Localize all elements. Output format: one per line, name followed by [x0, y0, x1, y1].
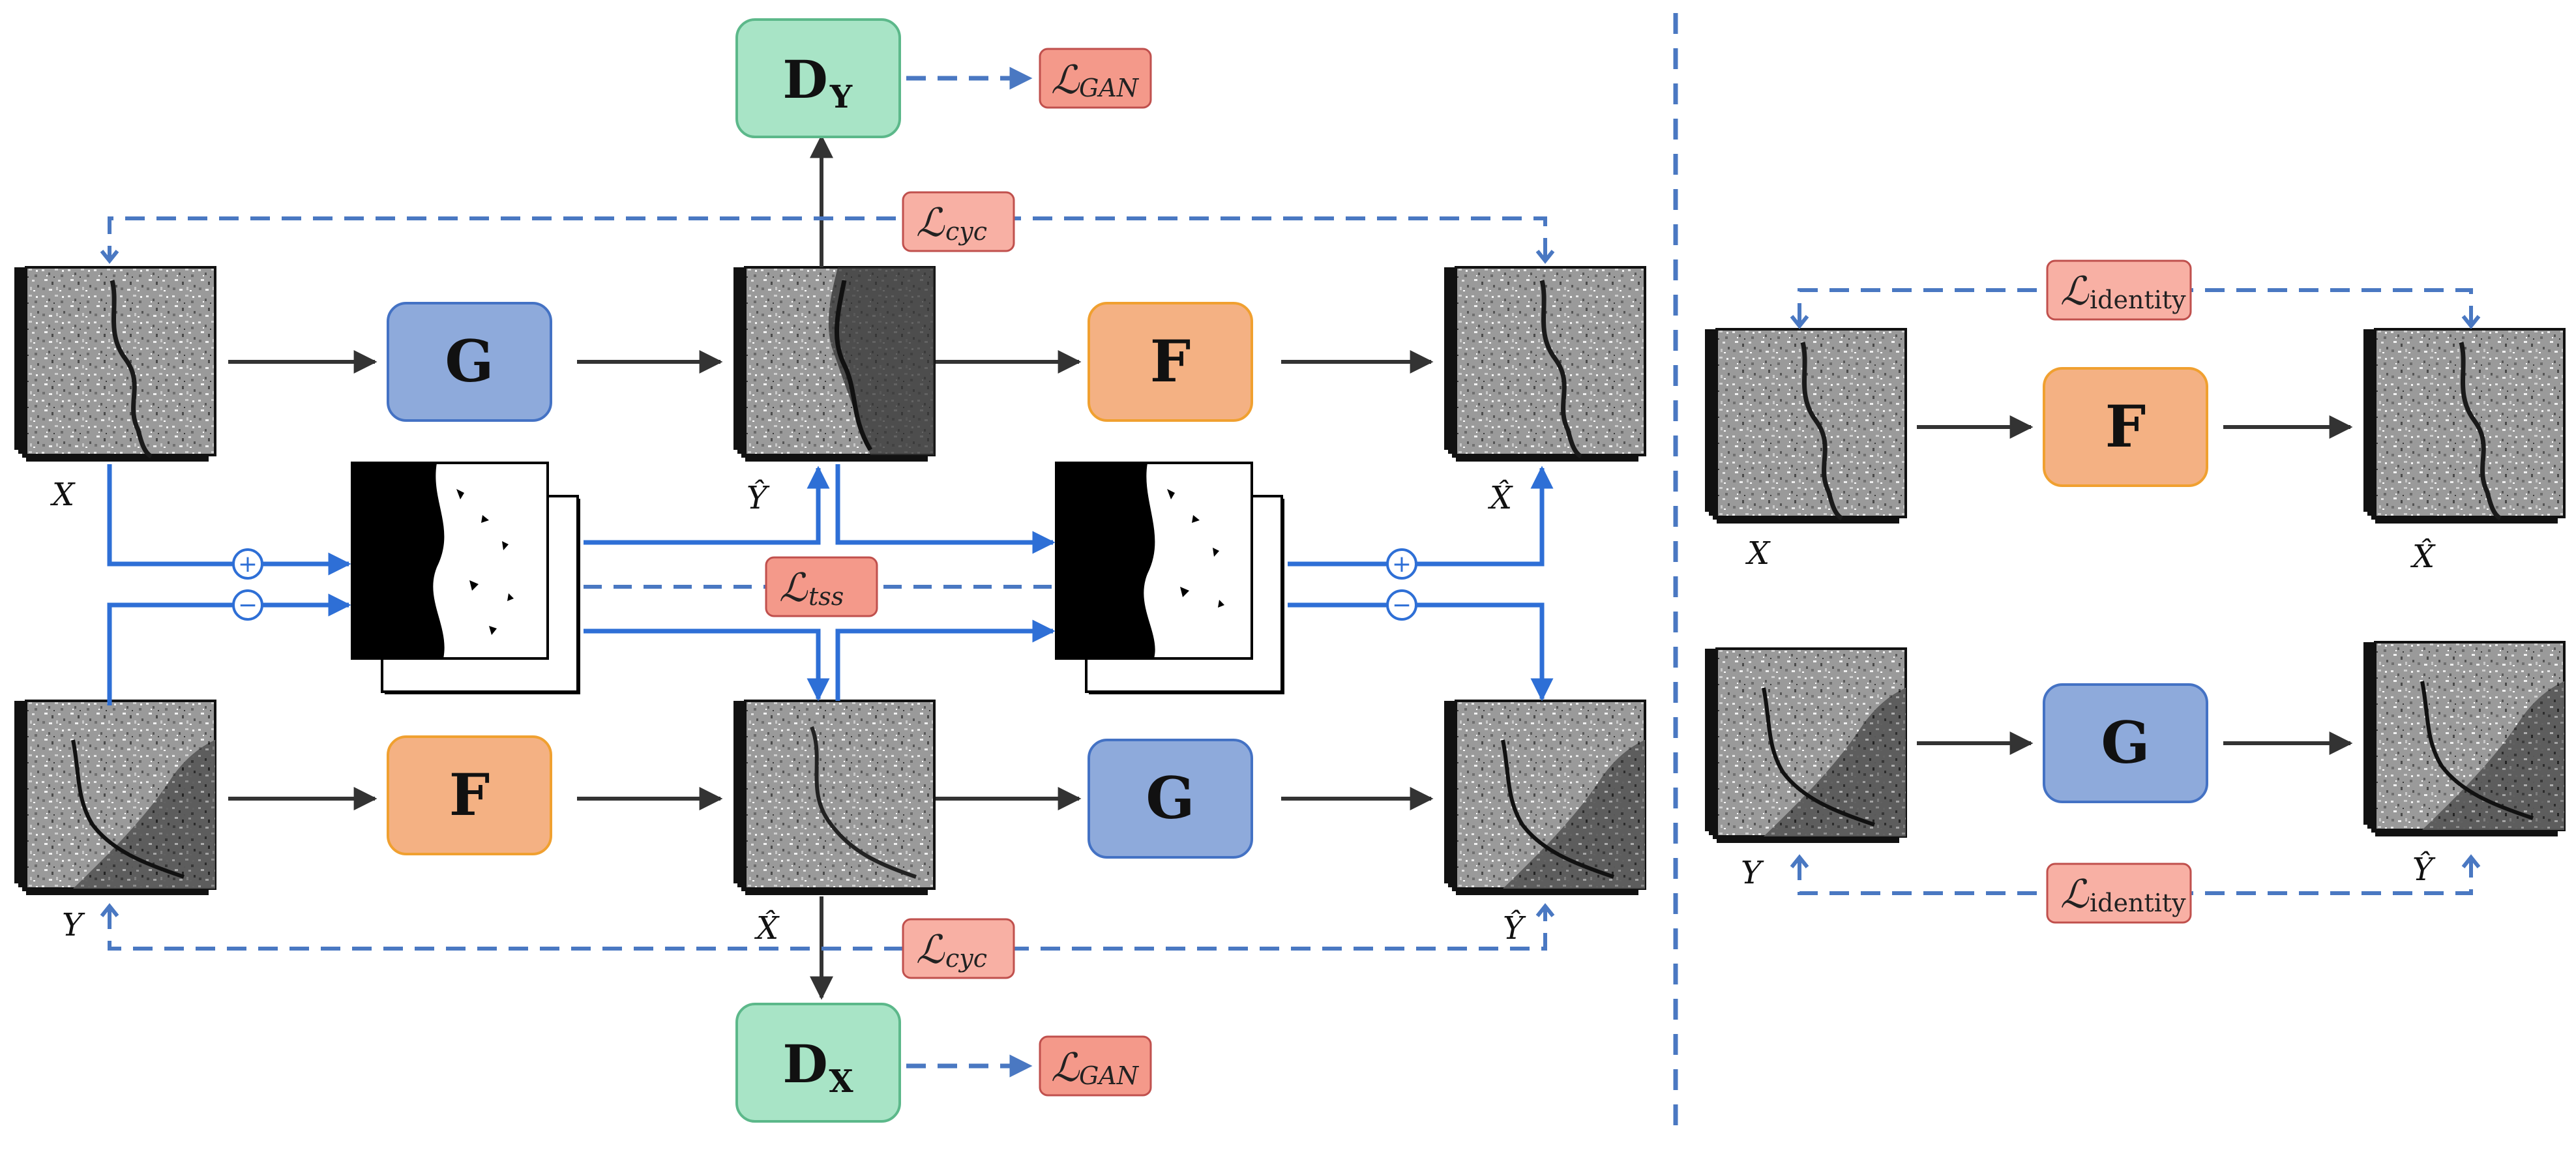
generator-g-top: G: [387, 302, 552, 422]
diagram-label: G: [1146, 764, 1194, 832]
generator-f-identity: F: [2043, 367, 2208, 487]
line-mask-right-to-xhat: [1288, 465, 1554, 567]
image-y-hat-bottom: [1444, 700, 1646, 895]
loss-identity-top: ℒ identity: [2046, 259, 2192, 321]
line-mask-to-xhat: [584, 628, 830, 702]
diagram-label: ℒ: [779, 565, 808, 611]
diagram-label: −: [238, 592, 258, 619]
line-xhat-to-mask-right: [835, 619, 1056, 701]
diagram-label: +: [238, 551, 258, 578]
diagram-label: D: [782, 1033, 827, 1095]
diagram-label: G: [445, 327, 494, 395]
diagram-label: X: [1745, 535, 1771, 572]
image-y-hat-identity: [2363, 641, 2566, 836]
discriminator-dy: D Y: [735, 18, 901, 138]
loss-gan-bottom: ℒ GAN: [1039, 1035, 1152, 1097]
diagram-label: identity: [2090, 286, 2186, 314]
diagram-label: Y: [62, 907, 85, 943]
generator-f-bottom: F: [387, 735, 552, 855]
diagram-label: +: [1392, 551, 1412, 578]
diagram-label: Y: [829, 79, 853, 115]
diagram-label: Ŷ: [747, 479, 770, 516]
loss-cyc-top: ℒ cyc: [902, 191, 1015, 252]
image-x-top: [14, 266, 216, 462]
diagram-label: X: [50, 477, 76, 513]
diagram-label: F: [1150, 327, 1191, 395]
diagram-label: F: [2105, 392, 2146, 460]
identity-loop-top: [1798, 288, 2473, 323]
diagram-label: cyc: [945, 217, 987, 246]
diagram-label: cyc: [945, 944, 987, 973]
diagram-label: ℒ: [2060, 269, 2090, 314]
minus-circle-left: −: [232, 589, 263, 621]
diagram-label: Ŷ: [1503, 909, 1526, 947]
image-y-hat-top: [733, 266, 936, 462]
diagram-label: ℒ: [2060, 872, 2090, 917]
diagram-label: X̂: [754, 909, 780, 947]
plus-circle-left: +: [232, 548, 263, 580]
loss-tss: ℒ tss: [765, 556, 878, 617]
image-x-identity: [1705, 328, 1907, 524]
diagram-label: GAN: [1079, 1061, 1140, 1090]
diagram-label: Ŷ: [2412, 850, 2436, 888]
line-mask-right-to-yhat: [1288, 602, 1554, 702]
line-yhat-to-mask-right: [835, 464, 1056, 554]
loss-identity-bottom: ℒ identity: [2046, 863, 2192, 924]
diagram-label: ℒ: [1051, 57, 1080, 103]
line-mask-to-yhat: [584, 465, 830, 545]
generator-g-bottom: G: [1088, 739, 1253, 859]
diagram-label: D: [782, 49, 827, 110]
generator-g-identity: G: [2043, 683, 2208, 803]
diagram-label: GAN: [1079, 74, 1140, 102]
diagram-label: identity: [2090, 889, 2186, 917]
diagram-label: ℒ: [916, 200, 945, 246]
diagram-label: X̂: [1487, 479, 1513, 516]
cyc-loop-bottom: [108, 909, 1547, 951]
diagram-label: F: [449, 761, 490, 829]
diagram-label: Y: [1741, 855, 1764, 891]
image-y-identity: [1705, 647, 1907, 843]
diagram-label: X: [829, 1063, 853, 1100]
cyc-loop-top: [108, 216, 1547, 258]
image-x-hat-bottom: [733, 700, 936, 895]
diagram-label: −: [1392, 592, 1412, 619]
generator-f-top: F: [1088, 302, 1253, 422]
loss-cyc-bottom: ℒ cyc: [902, 918, 1015, 979]
line-y-to-mask: [107, 593, 351, 705]
diagram-label: X̂: [2410, 537, 2436, 575]
minus-circle-right: −: [1386, 589, 1417, 621]
loss-gan-top: ℒ GAN: [1039, 48, 1152, 109]
identity-loop-bottom: [1798, 861, 2473, 895]
diagram-label: G: [2101, 709, 2150, 776]
image-y-bottom: [14, 700, 216, 895]
image-x-hat-identity: [2363, 328, 2566, 524]
mask-left: [351, 462, 580, 694]
line-x-to-mask: [107, 464, 351, 576]
plus-circle-right: +: [1386, 548, 1417, 580]
mask-right: [1055, 462, 1284, 694]
discriminator-dx: D X: [735, 1003, 901, 1123]
diagram-label: tss: [808, 582, 844, 611]
diagram-label: ℒ: [1051, 1045, 1080, 1091]
image-x-hat-top: [1444, 266, 1646, 462]
diagram-label: ℒ: [916, 927, 945, 973]
